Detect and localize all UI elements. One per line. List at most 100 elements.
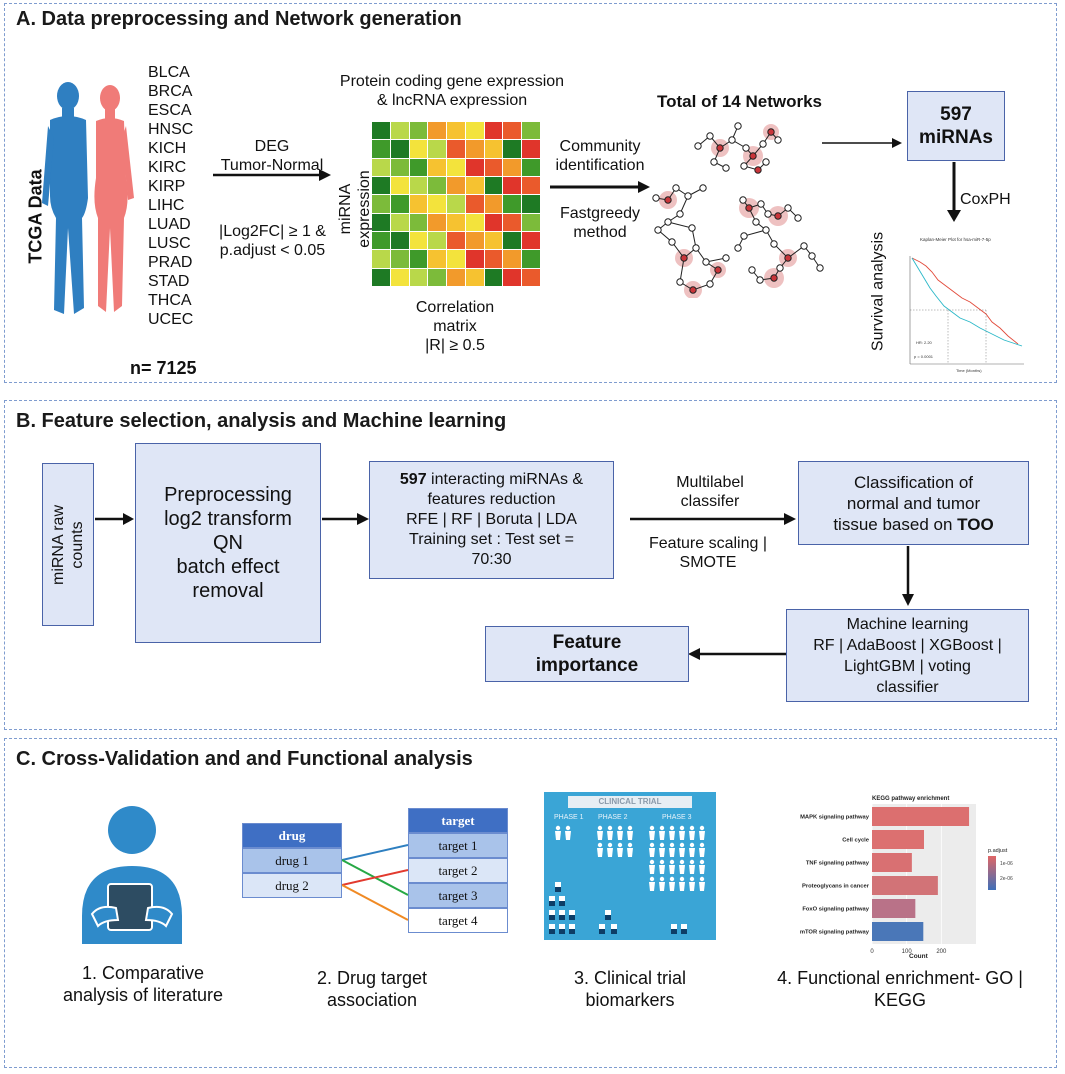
network-node bbox=[794, 214, 802, 222]
network-node bbox=[676, 278, 684, 286]
person-icon bbox=[679, 859, 685, 874]
heatmap-cell bbox=[428, 232, 447, 250]
heatmap-cell bbox=[522, 250, 540, 268]
person-icon bbox=[679, 825, 685, 840]
heatmap-cell bbox=[465, 250, 484, 268]
raw-to-preprocess-arrow bbox=[95, 513, 134, 525]
km-curve-high bbox=[911, 257, 1019, 345]
drug-target-links bbox=[342, 844, 408, 921]
heatmap-cell bbox=[409, 268, 428, 286]
sample-count: n= 7125 bbox=[130, 358, 197, 378]
caption-literature: 1. Comparative analysis of literature bbox=[38, 962, 248, 1006]
person-icon bbox=[597, 825, 603, 840]
caption-functional-line-2: KEGG bbox=[873, 990, 926, 1010]
network-node bbox=[714, 266, 722, 274]
machine-learning-box: Machine learning RF | AdaBoost | XGBoost… bbox=[786, 609, 1029, 702]
caption-drug-target-line-1: 2. Drug target bbox=[316, 968, 428, 988]
heatmap-cell bbox=[465, 140, 484, 158]
heatmap-cell bbox=[522, 232, 540, 250]
network-node bbox=[757, 200, 765, 208]
network-node bbox=[752, 218, 760, 226]
heatmap-cell bbox=[465, 158, 484, 176]
community-line-1: Community bbox=[559, 138, 641, 155]
network-node bbox=[728, 136, 736, 144]
cancer-item: LUSC bbox=[148, 235, 191, 252]
preprocessing-box: Preprocessing log2 transform QN batch ef… bbox=[135, 443, 321, 643]
expression-title: Protein coding gene expression & lncRNA … bbox=[322, 72, 582, 110]
heatmap-cell bbox=[390, 140, 409, 158]
heatmap-cell bbox=[484, 232, 503, 250]
person-icon bbox=[679, 876, 685, 891]
pill-icon bbox=[681, 924, 687, 934]
person-icon bbox=[659, 842, 665, 857]
feature-to-classification-arrow bbox=[630, 513, 796, 525]
network-node bbox=[664, 218, 672, 226]
heatmap-cell bbox=[428, 213, 447, 231]
kegg-category-label: FoxO signaling pathway bbox=[802, 907, 869, 913]
heatmap-cell bbox=[409, 213, 428, 231]
network-node bbox=[692, 244, 700, 252]
heatmap-cell bbox=[484, 195, 503, 213]
cancer-item: PRAD bbox=[148, 254, 193, 271]
heatmap-cell bbox=[447, 268, 465, 286]
heatmap-cell bbox=[390, 122, 409, 140]
person-icon bbox=[689, 825, 695, 840]
heatmap-cell bbox=[484, 140, 503, 158]
ml-to-importance-arrow bbox=[688, 648, 786, 660]
network-node bbox=[776, 264, 784, 272]
kegg-bar bbox=[872, 899, 916, 918]
heatmap-cell bbox=[409, 158, 428, 176]
network-node bbox=[770, 240, 778, 248]
feature-line-1-text: interacting miRNAs & bbox=[426, 471, 584, 488]
network-node bbox=[676, 210, 684, 218]
correlation-label: Correlation matrix |R| ≥ 0.5 bbox=[380, 298, 530, 355]
network-node bbox=[754, 166, 762, 174]
km-hr: HR: 2.20 bbox=[916, 340, 933, 345]
person-icon bbox=[699, 825, 705, 840]
heatmap-cell bbox=[390, 195, 409, 213]
deg-criteria-2: p.adjust < 0.05 bbox=[219, 242, 326, 259]
classification-box: Classification of normal and tumor tissu… bbox=[798, 461, 1029, 545]
network-node bbox=[742, 144, 750, 152]
km-pvalue: p = 0.0001 bbox=[914, 354, 934, 359]
pill-icon bbox=[611, 924, 617, 934]
ml-line-4: classifier bbox=[876, 678, 939, 696]
person-icon bbox=[565, 825, 571, 840]
multilabel-line-1: Multilabel bbox=[676, 474, 744, 491]
ml-line-1: Machine learning bbox=[846, 615, 969, 633]
heatmap-cell bbox=[522, 177, 540, 195]
network-node bbox=[680, 254, 688, 262]
fastgreedy-line-2: method bbox=[573, 224, 627, 241]
expression-line-2: & lncRNA expression bbox=[376, 92, 528, 109]
heatmap-cell bbox=[465, 195, 484, 213]
km-title: Kaplan-Meier Plot for hsa-miR-7-5p bbox=[920, 237, 991, 242]
heatmap-cell bbox=[409, 250, 428, 268]
feature-importance-line-1: Feature bbox=[552, 632, 622, 653]
person-icon bbox=[699, 859, 705, 874]
pill-icon bbox=[599, 924, 605, 934]
network-node bbox=[684, 192, 692, 200]
heatmap-cell bbox=[503, 268, 522, 286]
classification-line-1: Classification of bbox=[853, 472, 974, 492]
panel-c bbox=[4, 738, 1057, 1068]
pill-icon bbox=[549, 910, 555, 920]
network-node bbox=[816, 264, 824, 272]
phase-label: PHASE 3 bbox=[662, 814, 692, 821]
heatmap-cell bbox=[428, 140, 447, 158]
raw-counts-box: miRNA raw counts bbox=[42, 463, 94, 626]
network-node bbox=[664, 196, 672, 204]
target-header: target bbox=[408, 808, 508, 833]
deg-label: DEG Tumor-Normal bbox=[207, 137, 337, 175]
person-icon bbox=[669, 859, 675, 874]
heatmap-cell bbox=[465, 232, 484, 250]
network-node bbox=[762, 226, 770, 234]
caption-drug-target: 2. Drug target association bbox=[292, 967, 452, 1011]
heatmap-cell bbox=[428, 158, 447, 176]
network-node bbox=[774, 212, 782, 220]
drug-header: drug bbox=[242, 823, 342, 848]
heatmap-cell bbox=[372, 177, 390, 195]
kegg-category-label: MAPK signaling pathway bbox=[800, 815, 870, 821]
heatmap-cell bbox=[372, 122, 390, 140]
network-node bbox=[734, 122, 742, 130]
person-icon bbox=[649, 825, 655, 840]
